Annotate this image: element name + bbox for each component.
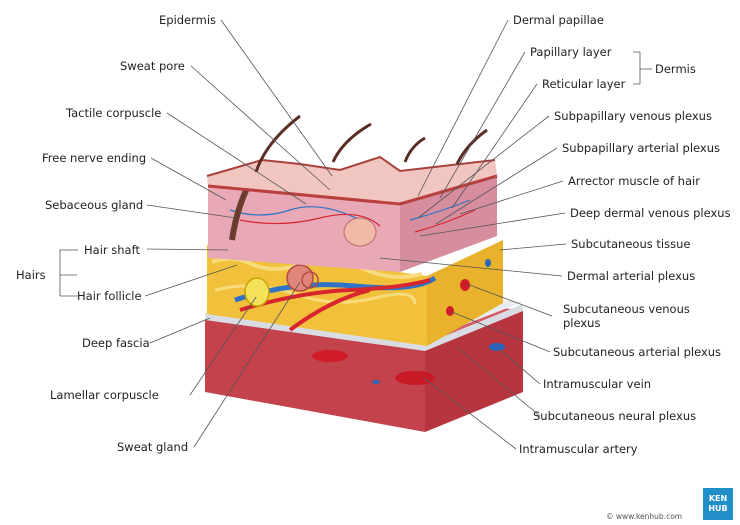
label-sweat-pore: Sweat pore (120, 59, 185, 73)
lamellar-corpuscle-shape (244, 277, 270, 307)
label-subcutaneous-neural-plexus: Subcutaneous neural plexus (533, 409, 697, 423)
label-sweat-gland: Sweat gland (117, 440, 189, 454)
intramuscular-vein-section (489, 343, 505, 351)
label-subpapillary-arterial-plexus: Subpapillary arterial plexus (562, 141, 720, 155)
copyright-credit: © www.kenhub.com (606, 512, 683, 521)
label-hair-follicle: Hair follicle (77, 289, 142, 303)
intramuscular-artery-section (312, 350, 348, 362)
label-subcutaneous-venous-plexus-line2: plexus (563, 316, 601, 330)
label-subcutaneous-arterial-plexus: Subcutaneous arterial plexus (553, 345, 722, 359)
label-intramuscular-artery: Intramuscular artery (519, 442, 638, 456)
logo-line1: KEN (708, 494, 728, 503)
label-deep-dermal-venous-plexus: Deep dermal venous plexus (570, 206, 731, 220)
leader-lines (59, 19, 652, 450)
intramuscular-artery-section-2 (395, 371, 435, 385)
label-hairs: Hairs (16, 268, 46, 282)
kenhub-logo: KEN HUB (703, 488, 733, 520)
subcutaneous-artery-vessel (239, 278, 431, 312)
logo-line2: HUB (708, 504, 728, 513)
label-dermis: Dermis (655, 62, 696, 76)
label-subpapillary-venous-plexus: Subpapillary venous plexus (554, 109, 712, 123)
label-lamellar-corpuscle: Lamellar corpuscle (50, 388, 159, 402)
label-papillary-layer: Papillary layer (530, 45, 612, 59)
label-epidermis: Epidermis (159, 13, 217, 27)
label-subcutaneous-venous-plexus-line1: Subcutaneous venous (563, 302, 690, 316)
sebaceous-gland-shape (343, 217, 377, 247)
label-deep-fascia: Deep fascia (82, 336, 150, 350)
label-sebaceous-gland: Sebaceous gland (45, 198, 144, 212)
label-subcutaneous-tissue: Subcutaneous tissue (571, 237, 691, 251)
label-reticular-layer: Reticular layer (542, 77, 626, 91)
label-dermal-papillae: Dermal papillae (513, 13, 604, 27)
label-intramuscular-vein: Intramuscular vein (543, 377, 652, 391)
hair-shafts (254, 114, 488, 173)
label-tactile-corpuscle: Tactile corpuscle (66, 106, 162, 120)
label-arrector-muscle: Arrector muscle of hair (568, 174, 700, 188)
label-dermal-arterial-plexus: Dermal arterial plexus (567, 269, 696, 283)
subcutaneous-layer (207, 240, 503, 346)
dermis-layer (208, 170, 497, 272)
sweat-gland-shape (286, 264, 314, 292)
label-free-nerve-ending: Free nerve ending (42, 151, 147, 165)
label-hair-shaft: Hair shaft (84, 243, 140, 257)
